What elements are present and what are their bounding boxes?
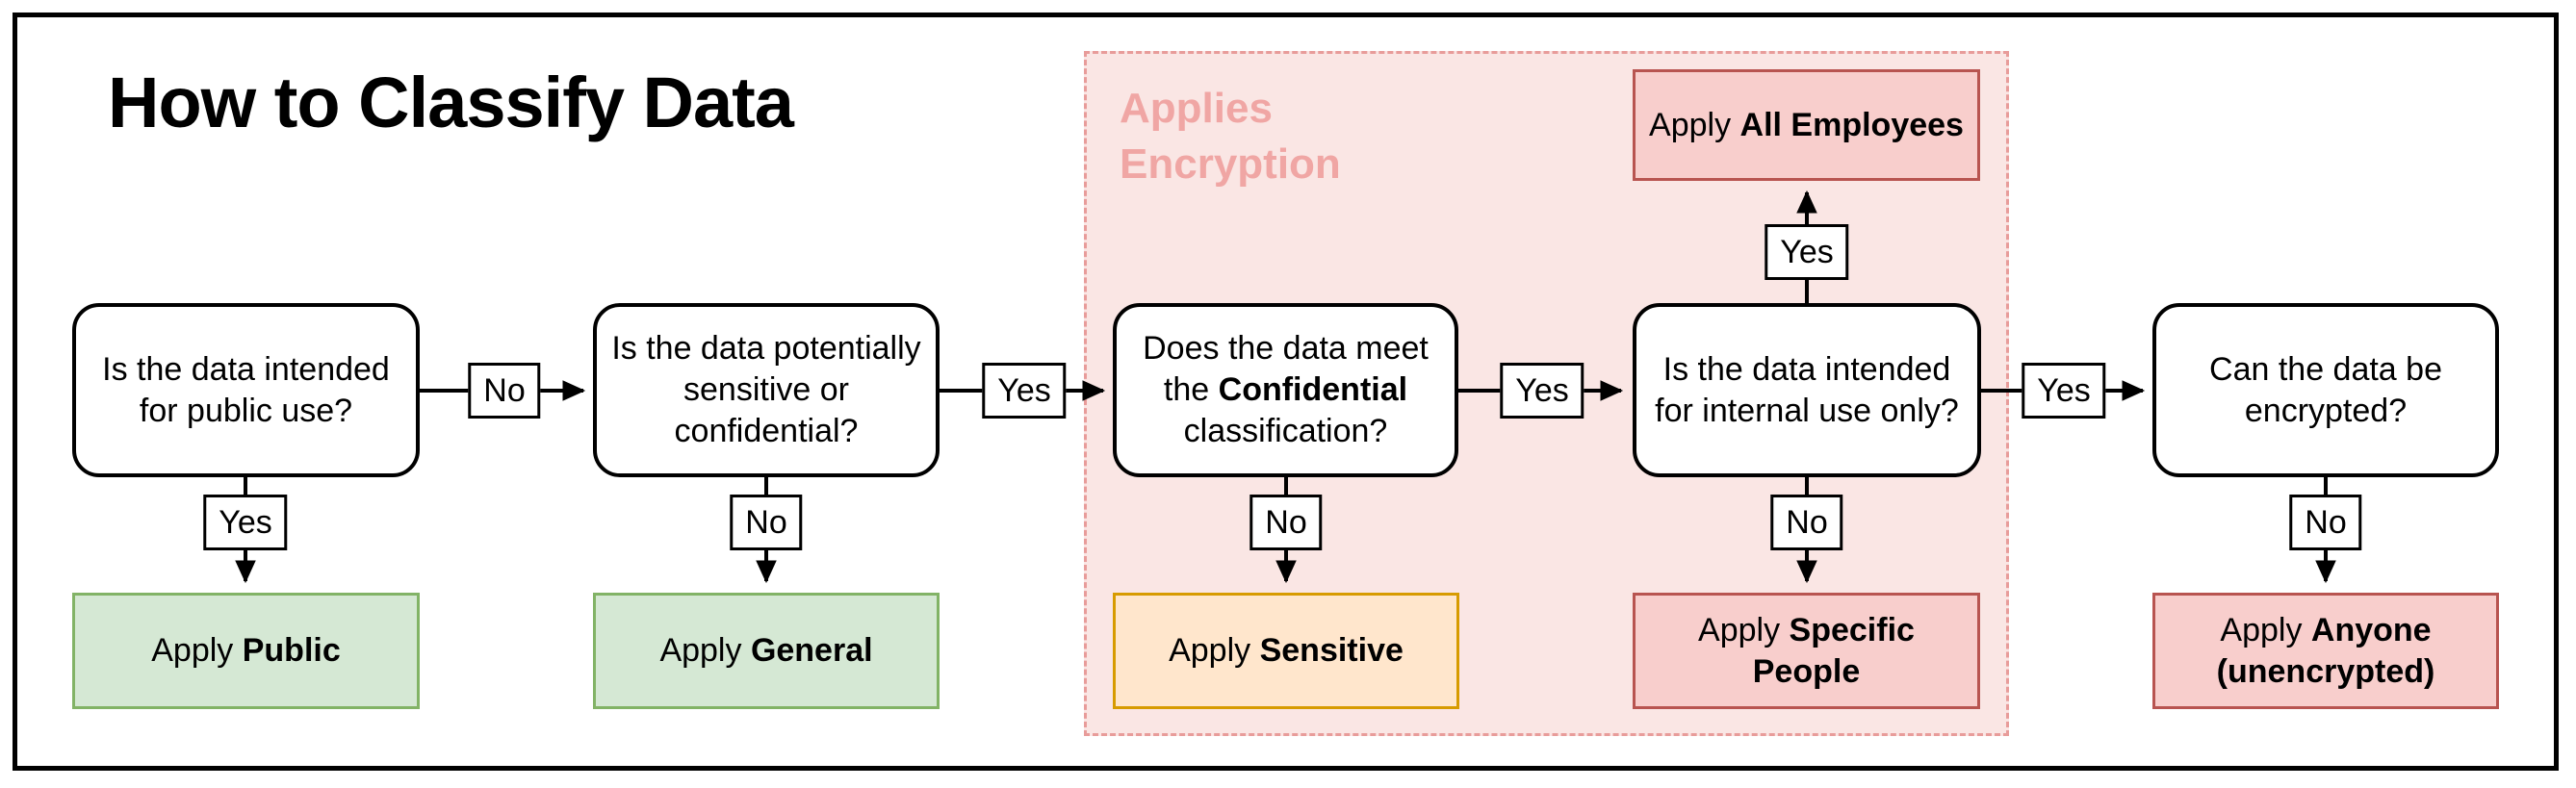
decision-can-be-encrypted: Can the data be encrypted? xyxy=(2152,303,2499,477)
decision-text: Is the data potentially sensitive or con… xyxy=(611,330,921,449)
result-text: Apply Anyone (unencrypted) xyxy=(2216,611,2435,690)
edge-label-yes: Yes xyxy=(2022,363,2106,419)
result-apply-general: Apply General xyxy=(593,593,940,709)
edge-label-no: No xyxy=(468,363,541,419)
edge-label-yes: Yes xyxy=(203,495,288,550)
result-apply-public: Apply Public xyxy=(72,593,420,709)
result-text: Apply Public xyxy=(151,632,341,670)
page-title: How to Classify Data xyxy=(108,63,794,142)
decision-text: Is the data intended for internal use on… xyxy=(1655,350,1959,429)
result-text: Apply General xyxy=(659,632,873,670)
result-text: Apply Sensitive xyxy=(1169,632,1404,670)
decision-meets-confidential: Does the data meet the Confidential clas… xyxy=(1113,303,1458,477)
result-text: Apply Specific People xyxy=(1698,611,1915,690)
edge-label-no: No xyxy=(1249,495,1323,550)
edge-label-no: No xyxy=(1770,495,1843,550)
decision-public-use: Is the data intended for public use? xyxy=(72,303,420,477)
result-apply-anyone-unencrypted: Apply Anyone (unencrypted) xyxy=(2152,593,2499,709)
decision-text: Is the data intended for public use? xyxy=(102,350,390,429)
region-label: Applies Encryption xyxy=(1120,85,1341,189)
edge-label-yes: Yes xyxy=(982,363,1067,419)
result-apply-specific-people: Apply Specific People xyxy=(1633,593,1980,709)
result-apply-all-employees: Apply All Employees xyxy=(1633,69,1980,181)
result-apply-sensitive: Apply Sensitive xyxy=(1113,593,1459,709)
decision-internal-use-only: Is the data intended for internal use on… xyxy=(1633,303,1981,477)
edge-label-yes: Yes xyxy=(1765,224,1849,280)
edge-label-no: No xyxy=(730,495,803,550)
decision-text: Can the data be encrypted? xyxy=(2209,350,2442,429)
edge-label-yes: Yes xyxy=(1500,363,1584,419)
decision-text: Does the data meet the Confidential clas… xyxy=(1143,330,1429,449)
result-text: Apply All Employees xyxy=(1649,106,1964,143)
decision-sensitive-or-confidential: Is the data potentially sensitive or con… xyxy=(593,303,940,477)
edge-label-no: No xyxy=(2289,495,2362,550)
